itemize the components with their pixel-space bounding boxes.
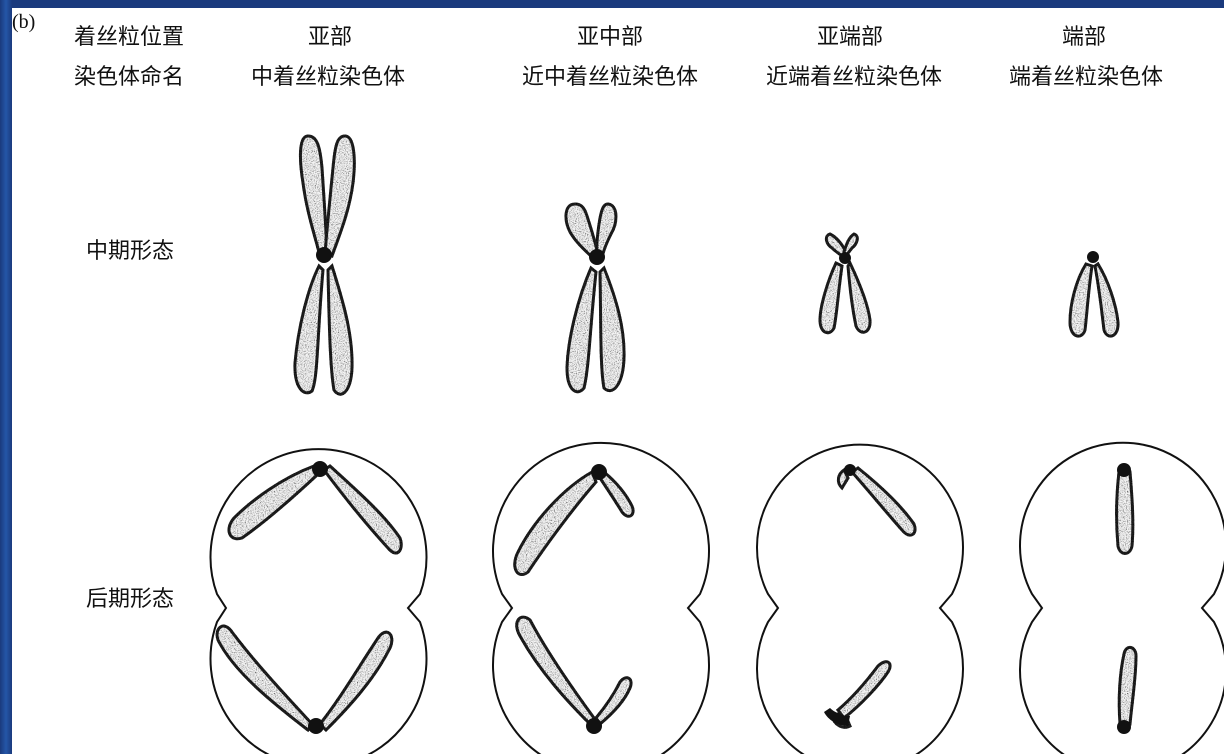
- metaphase-centromere-2: [589, 249, 605, 265]
- metaphase-metacentric-chromosome: [295, 136, 354, 394]
- anaphase-centromere-4b: [1117, 720, 1131, 734]
- anaphase-centromere-3a: [844, 464, 856, 476]
- anaphase-centromere-1a: [312, 461, 328, 477]
- anaphase-centromere-2a: [591, 464, 607, 480]
- anaphase-chromatids-3: [832, 468, 915, 727]
- anaphase-centromere-2b: [586, 718, 602, 734]
- metaphase-submetacentric-chromosome: [566, 204, 624, 392]
- anaphase-cell-1: [210, 449, 426, 754]
- chromosome-figure: (b) 着丝粒位置 染色体命名 中期形态 后期形态 亚部 中着丝粒染色体 亚中部…: [12, 8, 1224, 754]
- metaphase-centromere-1: [316, 247, 332, 263]
- metaphase-telocentric-chromosome: [1070, 264, 1118, 336]
- metaphase-centromere-3: [839, 252, 851, 264]
- anaphase-chromatids-4: [1117, 472, 1136, 724]
- chromosome-drawings: [12, 8, 1224, 754]
- anaphase-centromere-4a: [1117, 463, 1131, 477]
- anaphase-cell-2: [493, 443, 709, 754]
- anaphase-cell-3: [757, 445, 963, 754]
- metaphase-acrocentric-chromosome: [820, 234, 870, 333]
- anaphase-centromere-1b: [308, 718, 324, 734]
- metaphase-centromere-4: [1087, 251, 1099, 263]
- anaphase-chromatids-1: [217, 466, 401, 730]
- anaphase-chromatids-2: [515, 472, 633, 724]
